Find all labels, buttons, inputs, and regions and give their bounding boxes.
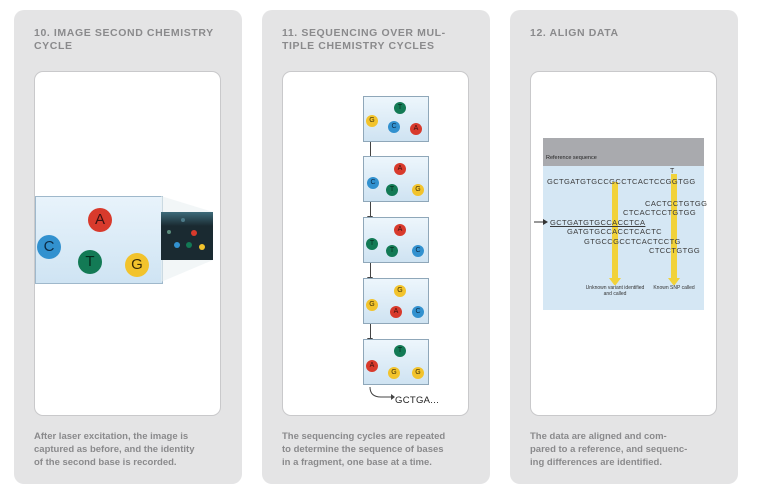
base-c: C xyxy=(412,306,424,318)
base-a: A xyxy=(390,306,402,318)
cluster-dot-blue xyxy=(174,242,180,248)
cycle-arrow xyxy=(370,202,371,216)
panel-caption: The data are aligned and com- pared to a… xyxy=(530,431,688,468)
cycle-slide-1: T G C A xyxy=(363,96,429,142)
panel-title: 11. SEQUENCING OVER MUL- TIPLE CHEMISTRY… xyxy=(282,27,446,52)
flow-cell-image: A C T G xyxy=(35,196,163,284)
base-g: G xyxy=(394,285,406,297)
read-4: GATGTGCCACCTCACTC xyxy=(567,227,662,236)
base-t: T xyxy=(394,102,406,114)
snp-marker-arrow xyxy=(668,278,680,286)
variant-marker-arrow xyxy=(609,278,621,286)
cycle-slide-5: T A G G xyxy=(363,339,429,385)
base-c: C xyxy=(412,245,424,257)
base-g: G xyxy=(366,115,378,127)
base-g: G xyxy=(388,367,400,379)
variant-marker-bar xyxy=(612,182,618,278)
panel-align-data: 12. ALIGN DATA Reference sequence T GCTG… xyxy=(510,10,738,484)
cycle-slide-4: G G A C xyxy=(363,278,429,324)
base-g: G xyxy=(125,253,149,277)
cycle-arrow xyxy=(370,324,371,338)
cluster-dot-yellow xyxy=(199,244,205,250)
base-t: T xyxy=(394,345,406,357)
base-g: G xyxy=(366,299,378,311)
base-t: T xyxy=(366,238,378,250)
read-1: CACTCCTGTGG xyxy=(645,199,708,208)
base-t: T xyxy=(386,184,398,196)
cluster-dot-red xyxy=(191,230,197,236)
zoomed-cluster-window xyxy=(161,212,213,260)
read-arrow xyxy=(534,219,548,225)
snp-marker-bar xyxy=(671,174,677,278)
reference-label: Reference sequence xyxy=(546,155,597,161)
cluster-dot-green xyxy=(186,242,192,248)
base-c: C xyxy=(388,121,400,133)
base-a: A xyxy=(394,224,406,236)
variant-note: Unknown variant identified and called xyxy=(585,285,645,297)
base-g: G xyxy=(412,367,424,379)
alignment-figure: Reference sequence T GCTGATGTGCCGCCTCACT… xyxy=(543,138,708,310)
base-g: G xyxy=(412,184,424,196)
illustration-card: A C T G xyxy=(34,71,221,416)
base-a: A xyxy=(394,163,406,175)
base-a: A xyxy=(366,360,378,372)
cycle-arrow xyxy=(370,263,371,277)
cluster-dot-faint xyxy=(167,230,171,234)
panel-title: 10. IMAGE SECOND CHEMISTRY CYCLE xyxy=(34,27,214,52)
illustration-card: Reference sequence T GCTGATGTGCCGCCTCACT… xyxy=(530,71,717,416)
cluster-dot-faint xyxy=(181,218,185,222)
zoom-window-glow xyxy=(161,212,213,226)
read-5: GTGCCGCCTCACTCCTG xyxy=(584,237,681,246)
panel-image-second-cycle: 10. IMAGE SECOND CHEMISTRY CYCLE A C T G… xyxy=(14,10,242,484)
cycle-slide-2: A C T G xyxy=(363,156,429,202)
reference-sequence: GCTGATGTGCCGCCTCACTCCGGTGG xyxy=(547,177,696,186)
illustration-card: T G C A A C T G A T T C G G A C xyxy=(282,71,469,416)
read-3: GCTGATGTGCCACCTCA xyxy=(550,218,646,227)
base-a: A xyxy=(410,123,422,135)
base-t: T xyxy=(78,250,102,274)
panel-sequencing-cycles: 11. SEQUENCING OVER MUL- TIPLE CHEMISTRY… xyxy=(262,10,490,484)
panel-caption: After laser excitation, the image is cap… xyxy=(34,431,195,468)
output-arrow xyxy=(369,386,395,400)
reference-header: Reference sequence xyxy=(543,138,704,166)
read-2: CTCACTCCTGTGG xyxy=(623,208,697,217)
panel-title: 12. ALIGN DATA xyxy=(530,27,619,39)
read-6: CTCCTGTGG xyxy=(649,246,701,255)
base-c: C xyxy=(37,235,61,259)
base-a: A xyxy=(88,208,112,232)
snp-marker-label: T xyxy=(670,168,675,175)
cycle-arrow xyxy=(370,142,371,156)
panel-caption: The sequencing cycles are repeated to de… xyxy=(282,431,446,468)
output-sequence: GCTGA... xyxy=(395,395,440,406)
cycle-slide-3: A T T C xyxy=(363,217,429,263)
base-t: T xyxy=(386,245,398,257)
base-c: C xyxy=(367,177,379,189)
snp-note: Known SNP called xyxy=(653,285,695,291)
